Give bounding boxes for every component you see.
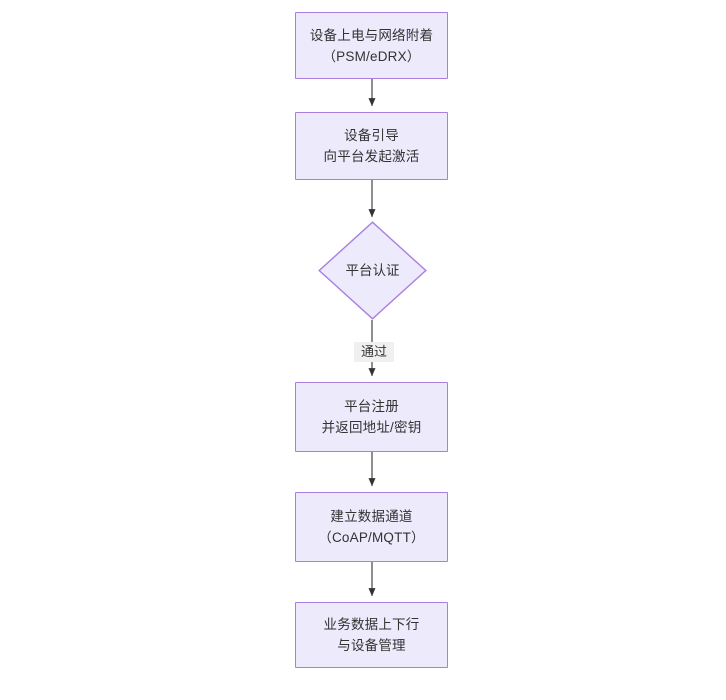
flow-node-platform-auth-label: 平台认证 bbox=[345, 263, 400, 278]
flow-node-platform-auth[interactable]: 平台认证 bbox=[318, 221, 427, 320]
flow-node-business-data-line-1: 业务数据上下行 bbox=[323, 617, 420, 632]
flow-node-bootstrap-line-1: 设备引导 bbox=[344, 128, 399, 143]
flow-node-data-channel-line-1: 建立数据通道 bbox=[330, 509, 413, 524]
edge-label-pass: 通过 bbox=[354, 342, 394, 362]
flow-node-platform-register-line-2: 并返回地址/密钥 bbox=[321, 420, 422, 435]
flow-node-data-channel[interactable]: 建立数据通道 （CoAP/MQTT） bbox=[295, 492, 448, 562]
flow-node-business-data-line-2: 与设备管理 bbox=[337, 638, 406, 653]
flow-node-business-data[interactable]: 业务数据上下行 与设备管理 bbox=[295, 602, 448, 668]
flow-node-data-channel-line-2: （CoAP/MQTT） bbox=[318, 530, 425, 545]
flow-node-power-on[interactable]: 设备上电与网络附着 （PSM/eDRX） bbox=[295, 12, 448, 79]
diamond-shape bbox=[318, 221, 427, 320]
flow-node-bootstrap-line-2: 向平台发起激活 bbox=[323, 149, 420, 164]
flow-node-power-on-line-2: （PSM/eDRX） bbox=[322, 48, 421, 64]
flow-node-platform-register[interactable]: 平台注册 并返回地址/密钥 bbox=[295, 382, 448, 452]
flow-node-platform-register-line-1: 平台注册 bbox=[344, 399, 399, 414]
flow-node-power-on-line-1: 设备上电与网络附着 bbox=[309, 27, 434, 43]
flow-node-bootstrap[interactable]: 设备引导 向平台发起激活 bbox=[295, 112, 448, 180]
